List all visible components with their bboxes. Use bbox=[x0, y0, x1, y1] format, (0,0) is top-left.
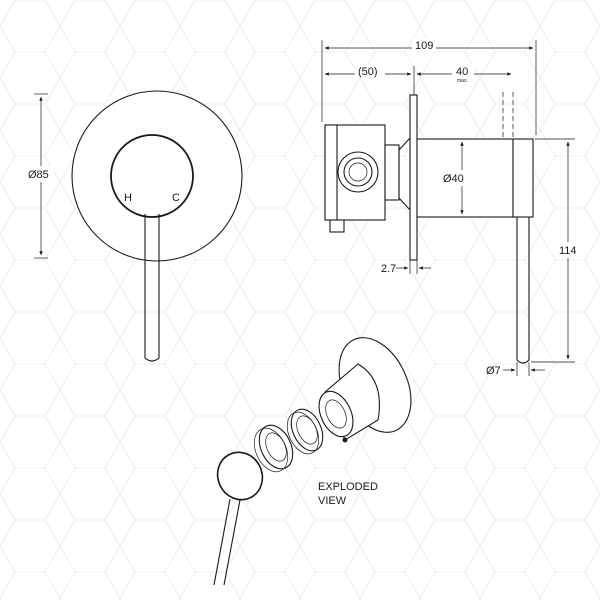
diameter-label: Ø85 bbox=[28, 169, 49, 181]
hot-label: H bbox=[124, 192, 132, 204]
wall-plate bbox=[409, 94, 418, 261]
exploded-handle-knob bbox=[216, 451, 264, 501]
exploded-ring-1-back bbox=[286, 411, 320, 455]
handle-hub bbox=[110, 134, 194, 218]
body-diameter-label: Ø40 bbox=[443, 173, 464, 185]
body-length-label: (50) bbox=[358, 66, 378, 78]
lever-offset-note: max. bbox=[457, 78, 468, 84]
exploded-lever bbox=[213, 498, 241, 586]
exploded-caption-line2: VIEW bbox=[318, 495, 347, 507]
cold-label: C bbox=[172, 192, 180, 204]
handle-cap bbox=[512, 138, 534, 218]
label-bg bbox=[355, 64, 385, 78]
overall-length-label: 109 bbox=[415, 40, 433, 52]
label-bg bbox=[452, 64, 474, 86]
lever-side bbox=[516, 217, 530, 364]
inlet-inner bbox=[343, 157, 373, 187]
exploded-ring-2 bbox=[258, 424, 294, 470]
exploded-screw bbox=[342, 437, 348, 443]
inlet-core bbox=[348, 162, 368, 182]
label-bg bbox=[26, 166, 54, 182]
label-bg bbox=[440, 170, 474, 186]
front-view: H C Ø85 bbox=[26, 90, 243, 362]
lever-offset-label: 40 bbox=[456, 66, 468, 78]
label-bg bbox=[559, 242, 581, 258]
lever-diameter-label: Ø7 bbox=[486, 365, 501, 377]
plate-thickness-label: 2.7 bbox=[381, 263, 396, 275]
exploded-caption-line1: EXPLODED bbox=[318, 481, 378, 493]
side-view: 109 (50) 40 max. Ø40 2.7 114 Ø7 bbox=[321, 38, 581, 377]
valve-body-end bbox=[324, 124, 338, 221]
valve-neck bbox=[384, 144, 400, 201]
exploded-ring-2-back bbox=[253, 427, 289, 473]
valve-foot bbox=[329, 219, 345, 233]
lever-handle bbox=[144, 214, 160, 362]
label-bg bbox=[412, 38, 436, 52]
exploded-view: EXPLODED VIEW bbox=[213, 337, 412, 586]
exploded-cylinder-bore bbox=[325, 399, 347, 429]
lever-length-label: 114 bbox=[559, 245, 577, 257]
